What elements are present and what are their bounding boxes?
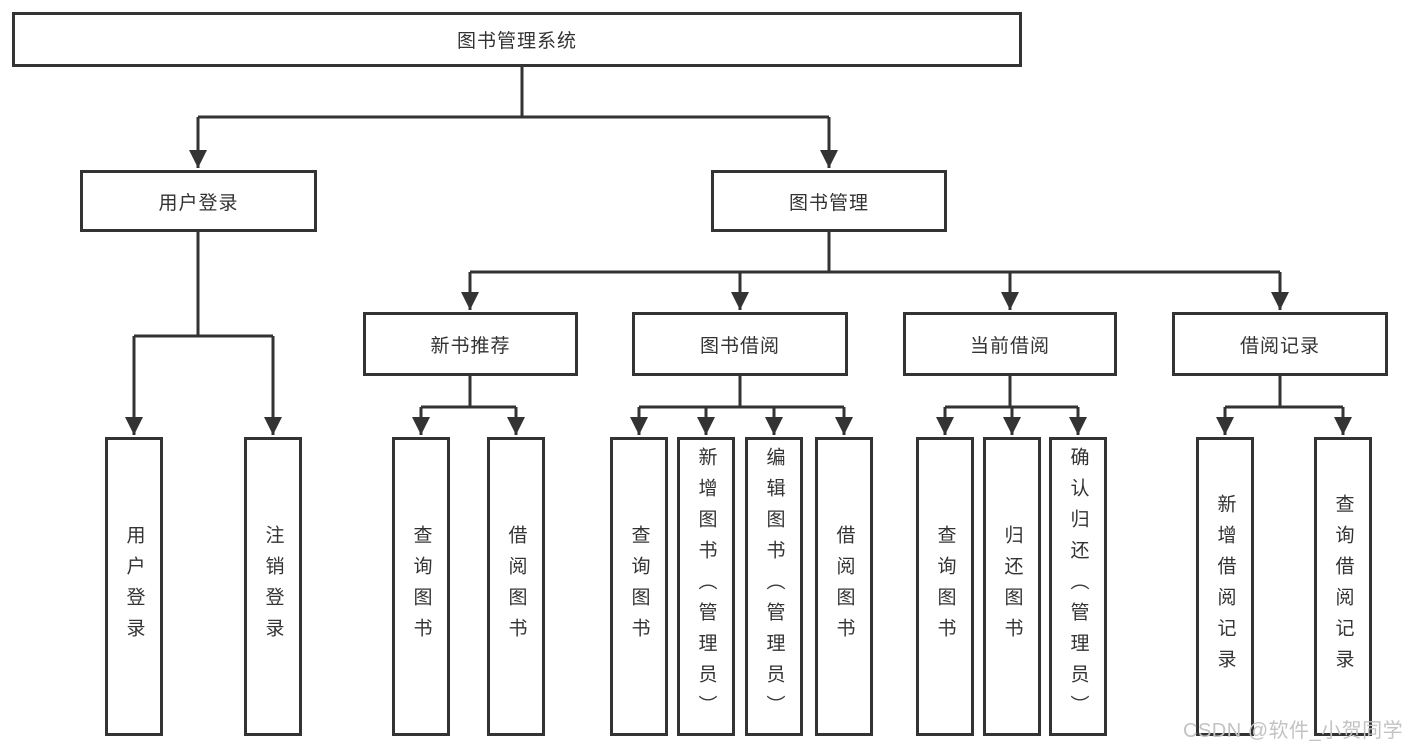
leaf-query-books-current: 查询图书 bbox=[916, 437, 974, 736]
node-book-management: 图书管理 bbox=[711, 170, 947, 232]
leaf-confirm-return-admin: 确认归还（管理员） bbox=[1049, 437, 1107, 736]
watermark: CSDN @软件_小贺同学 bbox=[1183, 720, 1404, 742]
node-current-borrow: 当前借阅 bbox=[903, 312, 1117, 376]
leaf-borrow-books-recommend: 借阅图书 bbox=[487, 437, 545, 736]
node-book-borrow: 图书借阅 bbox=[632, 312, 848, 376]
leaf-query-books-borrow: 查询图书 bbox=[610, 437, 668, 736]
leaf-edit-book-admin: 编辑图书（管理员） bbox=[745, 437, 803, 736]
connector-backbone bbox=[134, 67, 1343, 409]
node-new-book-recommend: 新书推荐 bbox=[363, 312, 578, 376]
leaf-query-borrow-record: 查询借阅记录 bbox=[1314, 437, 1372, 736]
leaf-add-borrow-record: 新增借阅记录 bbox=[1196, 437, 1254, 736]
leaf-add-book-admin: 新增图书（管理员） bbox=[677, 437, 735, 736]
connector-arrows bbox=[125, 117, 1352, 435]
node-user-login: 用户登录 bbox=[80, 170, 317, 232]
node-root: 图书管理系统 bbox=[12, 12, 1022, 67]
node-borrow-records: 借阅记录 bbox=[1172, 312, 1388, 376]
leaf-logout-login: 注销登录 bbox=[244, 437, 302, 736]
leaf-return-book: 归还图书 bbox=[983, 437, 1041, 736]
leaf-user-login: 用户登录 bbox=[105, 437, 163, 736]
leaf-query-books-recommend: 查询图书 bbox=[392, 437, 450, 736]
leaf-borrow-books-borrow: 借阅图书 bbox=[815, 437, 873, 736]
